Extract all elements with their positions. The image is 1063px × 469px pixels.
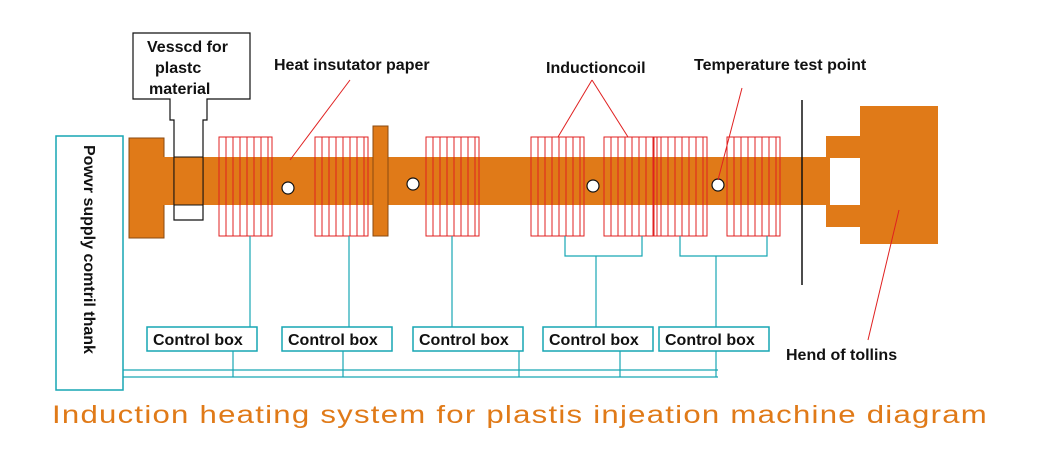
- power-supply-frame: [55, 135, 124, 391]
- control-box-1: Control box: [146, 326, 258, 352]
- vessel-label-line2: plastc: [155, 60, 201, 77]
- temp-point-2: [406, 177, 420, 191]
- wiring: [123, 236, 768, 378]
- hopper-outline: [132, 32, 251, 221]
- nozzle-end-block: [860, 106, 938, 244]
- control-box-2-label: Control box: [288, 332, 378, 349]
- control-box-4: Control box: [542, 326, 654, 352]
- hopper-throat: [173, 156, 204, 206]
- temp-point-label: Temperature test point: [694, 57, 867, 74]
- control-box-2: Control box: [281, 326, 393, 352]
- vessel-hopper: Vesscd for plastc material: [132, 32, 251, 221]
- temp-pointer: [717, 87, 743, 181]
- induction-coil-5: [603, 136, 658, 237]
- barrel-nozzle-upper: [826, 136, 862, 158]
- control-box-3-label: Control box: [419, 332, 509, 349]
- vessel-label-line3: material: [149, 81, 210, 98]
- induction-coil-outline: [530, 136, 585, 237]
- wire-coils45-join: [564, 236, 643, 257]
- induction-coil-2: [314, 136, 369, 237]
- control-box-4-label: Control box: [549, 332, 639, 349]
- pointer-lines: [289, 79, 900, 341]
- temp-point-3: [586, 179, 600, 193]
- vessel-label-line1: Vesscd for: [147, 39, 228, 56]
- induction-coil-outline: [314, 136, 369, 237]
- induction-coil-1: [218, 136, 273, 237]
- temp-point-1: [281, 181, 295, 195]
- induction-coil-label: Inductioncoil: [546, 60, 646, 77]
- diagram-title: Induction heating system for plastis inj…: [52, 401, 988, 429]
- induction-coil-outline: [218, 136, 273, 237]
- control-box-5-label: Control box: [665, 332, 755, 349]
- control-box-1-frame: [146, 326, 258, 352]
- control-box-5-frame: [658, 326, 770, 352]
- coil-pointer-left: [557, 79, 593, 138]
- induction-coil-6: [653, 136, 708, 237]
- nozzle-end-pointer: [867, 209, 900, 341]
- temperature-points: [281, 177, 725, 195]
- heat-paper-label: Heat insutator paper: [274, 57, 430, 74]
- wire-coils67-join: [679, 236, 768, 257]
- control-box-3: Control box: [412, 326, 524, 352]
- control-box-4-frame: [542, 326, 654, 352]
- barrel-assembly: [128, 100, 938, 285]
- temp-point-4: [711, 178, 725, 192]
- control-box-1-label: Control box: [153, 332, 243, 349]
- induction-coil-4: [530, 136, 585, 237]
- control-boxes: Control box Control box Control box Cont…: [146, 326, 770, 352]
- barrel-left-flange: [128, 137, 165, 239]
- control-box-5: Control box: [658, 326, 770, 352]
- nozzle-end-label: Hend of tollins: [786, 347, 897, 364]
- induction-coil-7: [726, 136, 781, 237]
- induction-coil-outline: [726, 136, 781, 237]
- power-supply-box: Powvr supply comtril thank: [55, 135, 124, 391]
- control-box-2-frame: [281, 326, 393, 352]
- coil-pointer-right: [591, 79, 629, 138]
- barrel-separator-ring: [372, 125, 389, 237]
- barrel-nozzle-lower: [826, 205, 862, 227]
- control-box-3-frame: [412, 326, 524, 352]
- induction-coil-outline: [603, 136, 658, 237]
- power-supply-label: Powvr supply comtril thank: [80, 145, 97, 354]
- heat-paper-pointer: [289, 79, 351, 161]
- barrel-tube: [163, 157, 830, 205]
